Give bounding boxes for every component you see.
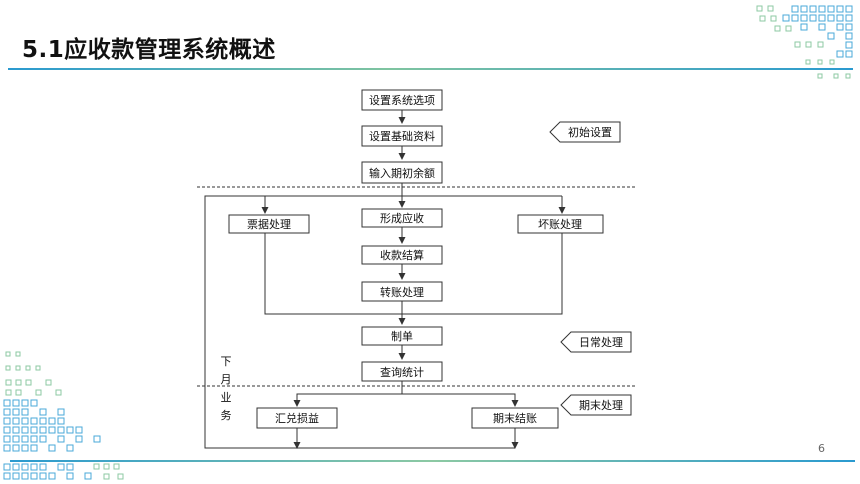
box-bad-debt: 坏账处理 <box>517 214 604 234</box>
box-setup-options: 设置系统选项 <box>361 89 443 111</box>
stage-initial-callout: 初始设置 <box>549 121 621 143</box>
svg-text:期末处理: 期末处理 <box>579 398 623 412</box>
slide-title: 5.1应收款管理系统概述 <box>22 37 276 63</box>
svg-text:收款结算: 收款结算 <box>380 248 424 262</box>
next-month-label: 下 月 业 务 <box>221 355 232 422</box>
svg-text:务: 务 <box>221 409 232 422</box>
box-query-stats: 查询统计 <box>361 361 443 382</box>
top-right-decoration <box>756 5 853 79</box>
stage-period-end-callout: 期末处理 <box>560 394 632 416</box>
svg-text:形成应收: 形成应收 <box>380 211 424 225</box>
footer-divider <box>10 460 855 462</box>
svg-text:设置基础资料: 设置基础资料 <box>369 129 435 143</box>
box-bill-processing: 票据处理 <box>228 214 310 234</box>
svg-text:查询统计: 查询统计 <box>380 365 424 379</box>
svg-text:业: 业 <box>221 391 232 404</box>
svg-text:期末结账: 期末结账 <box>493 411 537 425</box>
title-divider <box>8 68 853 70</box>
box-collect-settle: 收款结算 <box>361 245 443 265</box>
svg-text:坏账处理: 坏账处理 <box>538 218 582 231</box>
svg-text:汇兑损益: 汇兑损益 <box>275 411 319 425</box>
page-number: 6 <box>818 442 825 455</box>
box-transfer: 转账处理 <box>361 281 443 302</box>
svg-text:转账处理: 转账处理 <box>380 285 424 299</box>
svg-text:下: 下 <box>221 355 232 368</box>
box-input-balance: 输入期初余额 <box>361 161 443 184</box>
box-period-close: 期末结账 <box>471 407 559 429</box>
svg-text:设置系统选项: 设置系统选项 <box>369 94 435 107</box>
bottom-left-decoration <box>3 351 124 480</box>
box-voucher: 制单 <box>361 326 443 346</box>
box-exchange-gain-loss: 汇兑损益 <box>256 407 338 429</box>
svg-text:输入期初余额: 输入期初余额 <box>369 166 435 180</box>
svg-text:票据处理: 票据处理 <box>247 217 291 231</box>
box-setup-basic: 设置基础资料 <box>361 125 443 147</box>
svg-text:日常处理: 日常处理 <box>579 336 623 349</box>
box-form-receivable: 形成应收 <box>361 208 443 228</box>
svg-text:月: 月 <box>221 373 232 386</box>
svg-text:制单: 制单 <box>391 330 413 343</box>
svg-text:初始设置: 初始设置 <box>568 125 612 139</box>
stage-daily-callout: 日常处理 <box>560 331 632 353</box>
